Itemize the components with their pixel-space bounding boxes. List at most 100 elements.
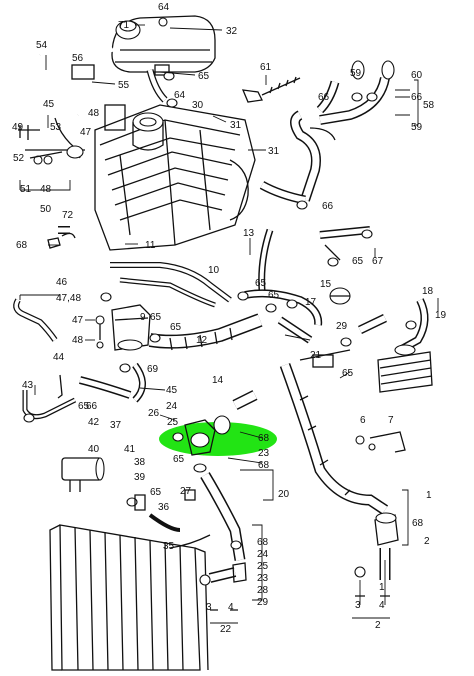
label-37: 37 bbox=[110, 420, 122, 431]
engine-block bbox=[94, 104, 256, 251]
label-54: 54 bbox=[36, 40, 48, 51]
label-65: 65 bbox=[198, 71, 210, 82]
label-59-lower: 59 bbox=[411, 122, 423, 133]
water-pump-housing bbox=[111, 304, 263, 351]
label-31-lower: 31 bbox=[268, 146, 280, 157]
label-43: 43 bbox=[22, 380, 34, 391]
label-26: 26 bbox=[148, 408, 160, 419]
label-66-left: 66 bbox=[318, 92, 330, 103]
label-68-c: 68 bbox=[412, 518, 424, 529]
connector-flange bbox=[172, 390, 258, 473]
leader-lines bbox=[19, 24, 439, 624]
label-66-mid: 66 bbox=[322, 201, 334, 212]
label-46: 46 bbox=[56, 277, 68, 288]
label-27: 27 bbox=[180, 486, 192, 497]
left-side-parts bbox=[18, 117, 85, 249]
lower-radiator-hose bbox=[200, 363, 389, 561]
label-66-low: 66 bbox=[86, 401, 98, 412]
small-brackets bbox=[134, 489, 211, 549]
label-23-b: 23 bbox=[257, 573, 269, 584]
label-12: 12 bbox=[196, 335, 208, 346]
label-47-mid: 47 bbox=[72, 315, 84, 326]
bracket-6-7 bbox=[355, 431, 406, 453]
label-13: 13 bbox=[243, 228, 255, 239]
label-47-48: 47,48 bbox=[56, 293, 81, 304]
label-38: 38 bbox=[134, 457, 146, 468]
label-68-d: 68 bbox=[257, 537, 269, 548]
label-42: 42 bbox=[88, 417, 100, 428]
label-4: 4 bbox=[228, 602, 234, 613]
label-2-b: 2 bbox=[375, 620, 381, 631]
label-17: 17 bbox=[305, 297, 317, 308]
label-72: 72 bbox=[62, 210, 74, 221]
part-labels: 71 64 32 54 65 56 55 61 59 60 66 66 58 5… bbox=[12, 2, 447, 635]
expansion-tank bbox=[111, 15, 216, 73]
label-68-b: 68 bbox=[258, 460, 270, 471]
label-64: 64 bbox=[158, 2, 170, 13]
top-right-assembly bbox=[241, 60, 395, 205]
label-25: 25 bbox=[167, 417, 179, 428]
label-1-b: 1 bbox=[379, 582, 385, 593]
label-48-lower: 48 bbox=[40, 184, 52, 195]
label-7: 7 bbox=[388, 415, 394, 426]
label-20: 20 bbox=[278, 489, 290, 500]
label-53: 53 bbox=[50, 122, 62, 133]
right-pipes bbox=[277, 226, 429, 368]
label-65-b: 65 bbox=[268, 290, 280, 301]
label-23: 23 bbox=[258, 448, 270, 459]
label-30: 30 bbox=[192, 100, 204, 111]
label-65-d: 65 bbox=[170, 322, 182, 333]
label-10: 10 bbox=[208, 265, 220, 276]
lower-right-fitting bbox=[354, 512, 399, 597]
label-71: 71 bbox=[118, 20, 130, 31]
label-24: 24 bbox=[166, 401, 178, 412]
label-64-lower: 64 bbox=[174, 90, 186, 101]
label-65-a: 65 bbox=[255, 278, 267, 289]
label-35: 35 bbox=[163, 541, 175, 552]
label-36: 36 bbox=[158, 502, 170, 513]
label-52: 52 bbox=[13, 153, 25, 164]
label-65-f: 65 bbox=[78, 401, 90, 412]
label-41: 41 bbox=[124, 444, 136, 455]
label-40: 40 bbox=[88, 444, 100, 455]
label-14: 14 bbox=[212, 375, 224, 386]
label-55: 55 bbox=[118, 80, 130, 91]
label-19: 19 bbox=[435, 310, 447, 321]
label-45: 45 bbox=[43, 99, 55, 110]
label-69: 69 bbox=[147, 364, 159, 375]
coolant-sensor bbox=[61, 457, 105, 492]
label-28: 28 bbox=[257, 585, 269, 596]
label-6: 6 bbox=[360, 415, 366, 426]
label-65-h: 65 bbox=[150, 487, 162, 498]
label-24-b: 24 bbox=[257, 549, 269, 560]
label-44: 44 bbox=[53, 352, 65, 363]
label-32: 32 bbox=[226, 26, 238, 37]
label-9: 9 bbox=[140, 312, 146, 323]
label-65-mid: 65 bbox=[352, 256, 364, 267]
label-65-g: 65 bbox=[173, 454, 185, 465]
label-61: 61 bbox=[260, 62, 272, 73]
label-67: 67 bbox=[372, 256, 384, 267]
label-56: 56 bbox=[72, 53, 84, 64]
label-29-b: 29 bbox=[257, 597, 269, 608]
label-48-mid: 48 bbox=[72, 335, 84, 346]
label-25-b: 25 bbox=[257, 561, 269, 572]
label-39: 39 bbox=[134, 472, 146, 483]
label-51: 51 bbox=[20, 184, 32, 195]
label-48: 48 bbox=[88, 108, 100, 119]
highlight-ellipse bbox=[159, 422, 277, 456]
label-31: 31 bbox=[230, 120, 242, 131]
label-15: 15 bbox=[320, 279, 332, 290]
left-mid-parts bbox=[13, 298, 146, 420]
label-58: 58 bbox=[423, 100, 435, 111]
label-60: 60 bbox=[411, 70, 423, 81]
label-2: 2 bbox=[424, 536, 430, 547]
label-3-b: 3 bbox=[355, 600, 361, 611]
label-3: 3 bbox=[206, 602, 212, 613]
label-47: 47 bbox=[80, 127, 92, 138]
label-11: 11 bbox=[145, 240, 156, 251]
label-50: 50 bbox=[40, 204, 52, 215]
radiator bbox=[49, 524, 209, 671]
radiator-fittings bbox=[199, 562, 247, 611]
label-65-c: 65 bbox=[150, 312, 162, 323]
